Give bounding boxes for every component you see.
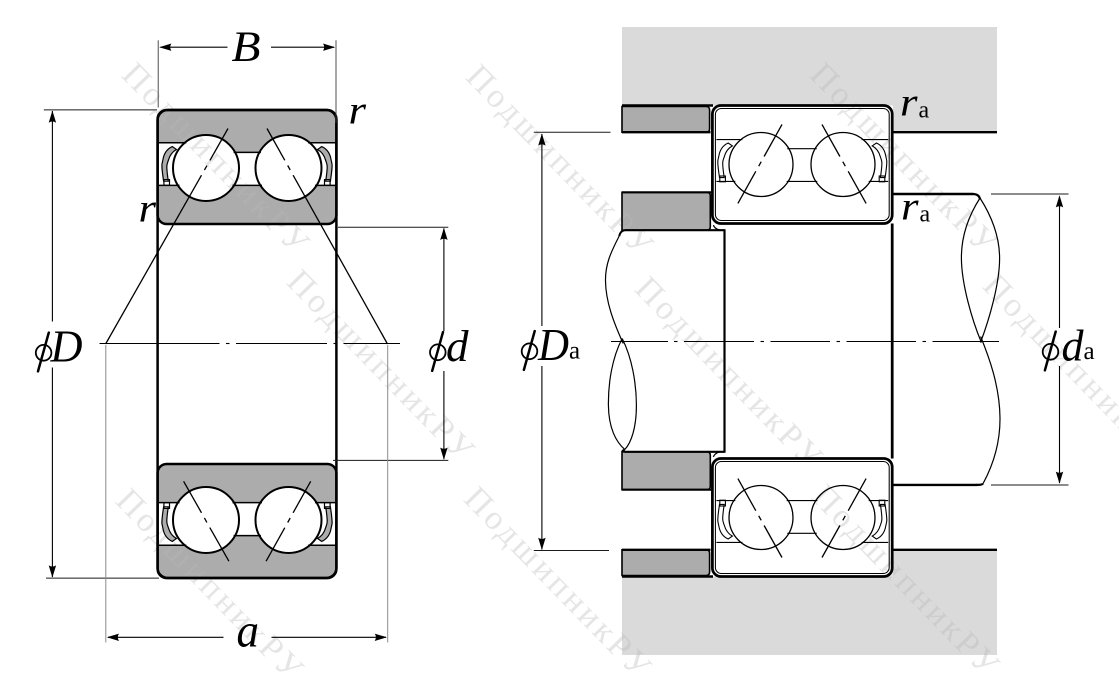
svg-text:r: r bbox=[139, 186, 157, 231]
svg-text:r: r bbox=[900, 80, 918, 125]
svg-text:r: r bbox=[349, 88, 367, 133]
svg-text:B: B bbox=[232, 24, 261, 71]
svg-text:r: r bbox=[901, 184, 919, 229]
svg-text:d: d bbox=[446, 322, 470, 371]
svg-text:D: D bbox=[537, 320, 569, 370]
svg-text:d: d bbox=[1062, 322, 1085, 371]
svg-text:a: a bbox=[919, 98, 930, 124]
svg-text:a: a bbox=[920, 202, 931, 228]
svg-text:a: a bbox=[1084, 338, 1095, 365]
svg-text:a: a bbox=[569, 338, 580, 365]
svg-text:D: D bbox=[50, 322, 83, 372]
svg-text:a: a bbox=[237, 605, 260, 658]
